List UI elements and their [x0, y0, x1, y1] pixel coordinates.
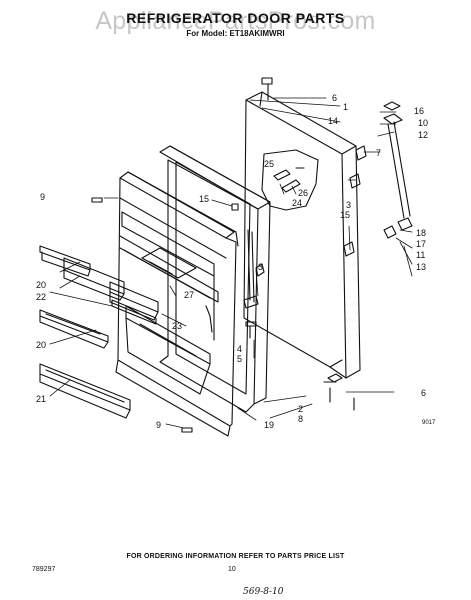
callout-17: 17 [416, 239, 426, 249]
leader-lines [49, 97, 413, 429]
callout-7: 7 [376, 148, 381, 158]
callout-15b: 15 [340, 210, 350, 220]
callout-24: 24 [292, 198, 302, 208]
callout-19: 19 [264, 420, 274, 430]
callout-16: 16 [414, 106, 424, 116]
callout-4: 4 [237, 344, 242, 354]
callout-5: 5 [237, 354, 242, 364]
inner-door-liner [115, 171, 239, 437]
callout-8: 8 [298, 414, 303, 424]
callout-12: 12 [418, 130, 428, 140]
callout-3a: 3 [258, 262, 263, 272]
callout-20a: 20 [36, 280, 46, 290]
diagram-code: 9017 [422, 420, 436, 426]
hinge-assembly [261, 77, 413, 403]
callout-20b: 20 [36, 340, 46, 350]
callout-26: 26 [298, 188, 308, 198]
callout-9b: 9 [156, 420, 161, 430]
callout-21: 21 [36, 394, 46, 404]
callout-6b: 6 [421, 388, 426, 398]
watermark: AppliancePartsPros.com [95, 7, 376, 35]
inset-detail [261, 149, 319, 211]
callout-2: 2 [298, 404, 303, 414]
handwritten-code: 569-8-10 [243, 587, 284, 597]
door-gasket [159, 145, 271, 413]
callout-22: 22 [36, 292, 46, 302]
callout-15a: 15 [199, 194, 209, 204]
shelf-parts [39, 245, 159, 419]
callout-1: 1 [343, 102, 348, 112]
callout-23: 23 [172, 321, 182, 331]
handle-parts [243, 229, 265, 339]
callout-10: 10 [418, 118, 428, 128]
callout-11: 11 [416, 250, 425, 260]
callout-18: 18 [416, 228, 426, 238]
callout-27: 27 [184, 290, 194, 300]
page-title: REFRIGERATOR DOOR PARTS [126, 10, 345, 26]
callout-3b: 3 [346, 200, 351, 210]
screw-parts [91, 197, 355, 433]
page-number: 10 [228, 566, 236, 573]
outer-door-panel [243, 91, 361, 379]
callout-6a: 6 [332, 93, 337, 103]
callout-labels: 1 2 3 3 4 5 6 6 7 8 9 9 10 11 12 13 14 1… [36, 93, 428, 430]
callout-25: 25 [264, 159, 274, 169]
callout-14: 14 [328, 116, 338, 126]
ordering-note: FOR ORDERING INFORMATION REFER TO PARTS … [126, 553, 345, 560]
model-line: For Model: ET18AKIMWRI [186, 29, 285, 38]
drawing-number: 789297 [32, 566, 56, 573]
callout-9a: 9 [40, 192, 45, 202]
callout-13: 13 [416, 262, 426, 272]
